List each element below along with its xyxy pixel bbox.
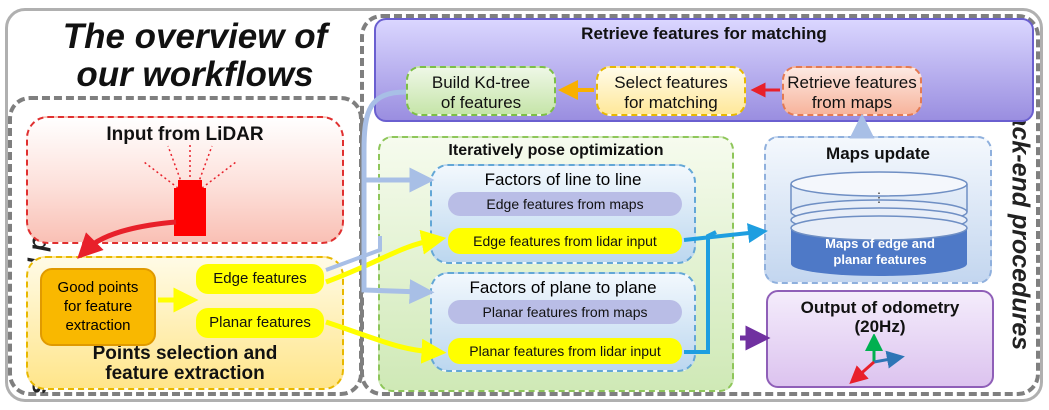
retrieve-line-2: from maps [811,93,893,112]
good-points-box: Good points for feature extraction [40,268,156,346]
retrieve-line-1: Retrieve features [787,73,917,92]
points-selection-title: Points selection and feature extraction [28,344,342,384]
points-title-line-2: feature extraction [105,363,265,384]
maps-update-title: Maps update [826,144,930,163]
input-from-lidar-title: Input from LiDAR [106,124,264,145]
db-line-1: Maps of edge and [825,236,935,251]
edge-features-box: Edge features [196,264,324,294]
output-odometry-title: Output of odometry (20Hz) [768,298,992,336]
maps-ellipsis: ⋮ [872,190,886,205]
good-points-line-2: for feature [63,298,133,315]
planar-features-box: Planar features [196,308,324,338]
back-end-label: Back-end procedures [1006,94,1035,351]
retrieve-features-title: Retrieve features for matching [581,24,827,43]
db-line-2: planar features [833,252,927,267]
iterative-title: Iteratively pose optimization [448,142,664,159]
plane-to-plane-title: Factors of plane to plane [469,278,657,297]
maps-db-label: Maps of edge and planar features [790,236,970,268]
points-title-line-1: Points selection and [92,343,278,364]
title-line-2: our workflows [76,55,314,94]
output-line-1: Output of odometry [800,298,960,317]
select-line-2: for matching [624,93,718,112]
good-points-line-3: extraction [65,317,131,334]
title-line-1: The overview of [62,17,328,56]
diagram-title: The overview of our workflows [30,18,360,94]
select-features-box: Select features for matching [596,66,746,116]
retrieve-from-maps-box: Retrieve features from maps [782,66,922,116]
planar-from-lidar-item: Planar features from lidar input [448,338,682,364]
line-to-line-title: Factors of line to line [484,170,642,189]
kd-line-2: of features [440,93,522,112]
lidar-sensor-icon [143,142,237,236]
planar-from-maps-item: Planar features from maps [448,300,682,324]
good-points-line-1: Good points [57,279,139,296]
map-database-icon [790,171,968,276]
input-from-lidar-box: Input from LiDAR [26,116,344,244]
select-line-1: Select features [614,73,728,92]
kd-line-1: Build Kd-tree [431,73,531,92]
build-kd-tree-box: Build Kd-tree of features [406,66,556,116]
coordinate-axes-icon [849,334,905,384]
edge-from-lidar-item: Edge features from lidar input [448,228,682,254]
output-line-2: (20Hz) [854,317,906,336]
edge-from-maps-item: Edge features from maps [448,192,682,216]
